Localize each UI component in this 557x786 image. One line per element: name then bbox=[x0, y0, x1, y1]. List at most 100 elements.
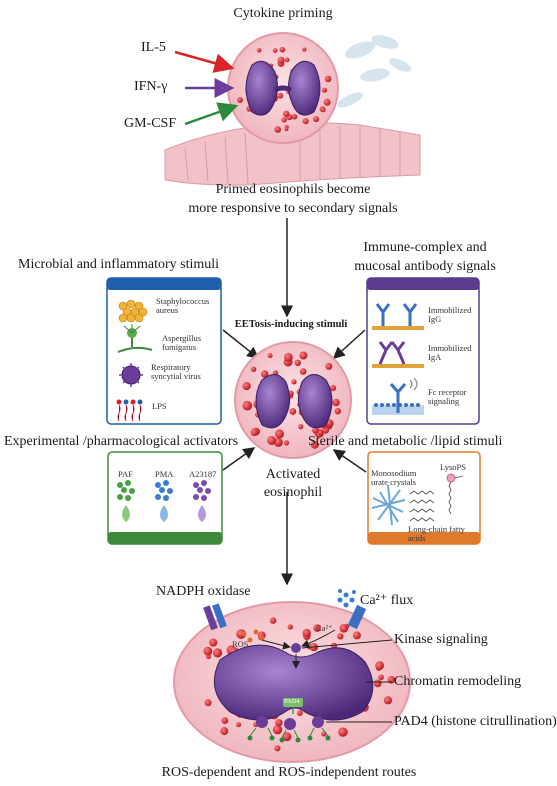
sterile-arrow bbox=[332, 449, 367, 473]
ifng-label: IFN-γ bbox=[134, 79, 168, 94]
granule bbox=[339, 624, 349, 633]
granule bbox=[338, 727, 348, 737]
granule bbox=[267, 436, 277, 445]
granule bbox=[325, 362, 333, 370]
activated-eosinophil bbox=[234, 341, 352, 459]
granule bbox=[282, 732, 292, 742]
microbe-aspergillus: Aspergillus fumigatus bbox=[162, 333, 202, 352]
granule bbox=[291, 379, 297, 385]
granule bbox=[299, 368, 307, 375]
granule bbox=[337, 633, 344, 640]
granule bbox=[289, 408, 297, 415]
granule bbox=[284, 353, 293, 362]
granule bbox=[321, 731, 327, 737]
decondensing-nucleus bbox=[213, 644, 374, 721]
cytokine-priming-title: Cytokine priming bbox=[233, 6, 333, 21]
granule bbox=[242, 382, 251, 391]
experimental-panel bbox=[107, 451, 223, 545]
granule bbox=[313, 116, 319, 123]
granule bbox=[329, 385, 337, 392]
granule bbox=[283, 440, 290, 446]
granule bbox=[375, 661, 384, 670]
granule bbox=[302, 118, 309, 125]
gmcsf-label: GM-CSF bbox=[124, 116, 177, 131]
microbial-arrow bbox=[222, 329, 260, 359]
granule bbox=[378, 674, 384, 681]
primed-caption-line1: Primed eosinophils become bbox=[215, 182, 371, 197]
granule bbox=[275, 719, 283, 727]
granule bbox=[277, 56, 285, 64]
granule bbox=[291, 113, 298, 120]
granule bbox=[250, 366, 257, 372]
granule bbox=[204, 699, 212, 707]
granule bbox=[313, 624, 321, 632]
granule bbox=[237, 97, 243, 103]
il5-arrow bbox=[174, 50, 235, 73]
activator-a23187: A23187 bbox=[189, 469, 217, 479]
primed-eosinophil bbox=[227, 32, 339, 144]
granule bbox=[274, 745, 281, 752]
granule bbox=[373, 679, 382, 688]
granule bbox=[323, 98, 331, 106]
activated-label-line2: eosinophil bbox=[263, 485, 323, 500]
granule bbox=[352, 631, 361, 640]
granule bbox=[321, 107, 326, 113]
granule bbox=[383, 696, 392, 705]
granule bbox=[283, 110, 290, 118]
granule bbox=[269, 617, 277, 624]
kinase-callout bbox=[301, 639, 393, 649]
granule bbox=[312, 427, 319, 434]
granule bbox=[242, 400, 253, 411]
granule bbox=[261, 370, 269, 378]
immune-title-line2: mucosal antibody signals bbox=[354, 259, 496, 274]
sterile-title: Sterile and metabolic /lipid stimuli bbox=[308, 434, 503, 449]
microbe-rsv: Respiratory syncytial virus bbox=[151, 362, 201, 381]
primed-caption-line2: more responsive to secondary signals bbox=[188, 201, 398, 216]
ca-flux-label: Ca²⁺ flux bbox=[360, 593, 414, 608]
granule bbox=[250, 428, 259, 437]
pad4-label: PAD4 (histone citrullination) bbox=[394, 714, 557, 729]
ros-small-label: ROS bbox=[232, 639, 249, 649]
ca-small-label: Ca²⁺ bbox=[316, 623, 333, 633]
granule bbox=[310, 440, 319, 449]
experimental-title: Experimental /pharmacological activators bbox=[4, 434, 239, 449]
granule bbox=[267, 353, 273, 359]
immune-arrow bbox=[332, 329, 366, 360]
granule bbox=[274, 126, 282, 133]
granule bbox=[332, 398, 340, 407]
activator-pma: PMA bbox=[155, 469, 174, 479]
microbial-panel bbox=[106, 277, 222, 425]
sterile-fatty-acids: Long-chain fatty acids bbox=[408, 524, 465, 543]
granule bbox=[279, 46, 286, 53]
nadph-label: NADPH oxidase bbox=[156, 584, 251, 599]
il5-label: IL-5 bbox=[141, 40, 166, 55]
granule bbox=[257, 48, 262, 53]
granule bbox=[299, 351, 308, 360]
granule bbox=[209, 638, 218, 647]
granule bbox=[203, 646, 213, 656]
granule bbox=[302, 628, 311, 638]
granule bbox=[213, 648, 223, 658]
sterile-msu: Monosodium urate crystals bbox=[371, 468, 417, 487]
granule bbox=[284, 57, 290, 63]
immune-fc: Fc receptor signaling bbox=[428, 387, 467, 406]
granule bbox=[324, 75, 332, 83]
granule bbox=[302, 47, 307, 52]
granule bbox=[318, 430, 324, 436]
granule bbox=[294, 359, 301, 366]
granule bbox=[277, 92, 284, 99]
granule bbox=[272, 725, 283, 735]
pad4-tag: PAD4 bbox=[284, 698, 300, 705]
granule bbox=[284, 127, 289, 132]
immune-panel bbox=[366, 277, 480, 425]
activated-label-line1: Activated bbox=[265, 467, 321, 482]
granule bbox=[236, 722, 242, 728]
microbe-lps: LPS bbox=[152, 401, 167, 411]
granule bbox=[221, 717, 229, 724]
granule bbox=[281, 117, 287, 123]
granule bbox=[334, 408, 341, 415]
microbe-staph: Staphylococcus aureus bbox=[156, 296, 210, 315]
eetosis-stimuli-label: EETosis-inducing stimuli bbox=[234, 319, 348, 330]
experimental-arrow bbox=[222, 447, 256, 471]
